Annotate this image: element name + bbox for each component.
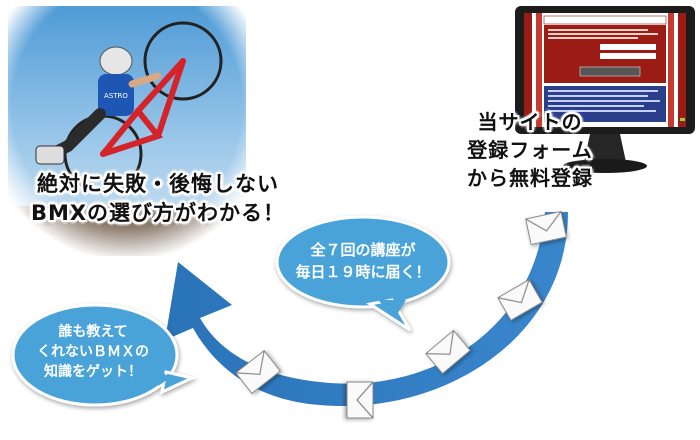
flow-arrow (165, 212, 568, 407)
monitor-caption-line1: 当サイトの (477, 110, 583, 134)
bubble-knowledge-text: 誰も教えて くれないＢＭＸの 知識をゲット！ (18, 322, 168, 382)
bubble-knowledge-line2: くれないＢＭＸの (37, 344, 149, 360)
bubble-knowledge-line1: 誰も教えて (58, 324, 128, 340)
monitor-caption-line2: 登録フォーム (467, 138, 593, 162)
envelope-icon (425, 329, 471, 375)
bubble-schedule (275, 215, 451, 332)
envelope-icon (235, 349, 281, 395)
monitor-registration-form (515, 6, 695, 173)
headline-line1: 絶対に失敗・後悔しない (37, 172, 279, 196)
monitor-caption: 当サイトの 登録フォーム から無料登録 (438, 108, 622, 192)
bubble-schedule-text: 全７回の講座が 毎日１９時に届く！ (284, 239, 442, 283)
monitor-caption-line3: から無料登録 (467, 166, 593, 190)
envelope-icon (525, 210, 567, 246)
headline: 絶対に失敗・後悔しない BMXの選び方がわかる！ (28, 170, 288, 228)
bubble-schedule-line1: 全７回の講座が (310, 241, 416, 259)
bmx-rider-photo: ASTRO (8, 6, 246, 256)
headline-line2: BMXの選び方がわかる！ (30, 201, 286, 225)
bubble-knowledge-line3: 知識をゲット！ (44, 364, 142, 380)
envelope-icon (346, 381, 374, 419)
bubble-knowledge (11, 303, 197, 407)
envelope-icon (497, 279, 543, 321)
bubble-schedule-line2: 毎日１９時に届く！ (295, 263, 431, 281)
